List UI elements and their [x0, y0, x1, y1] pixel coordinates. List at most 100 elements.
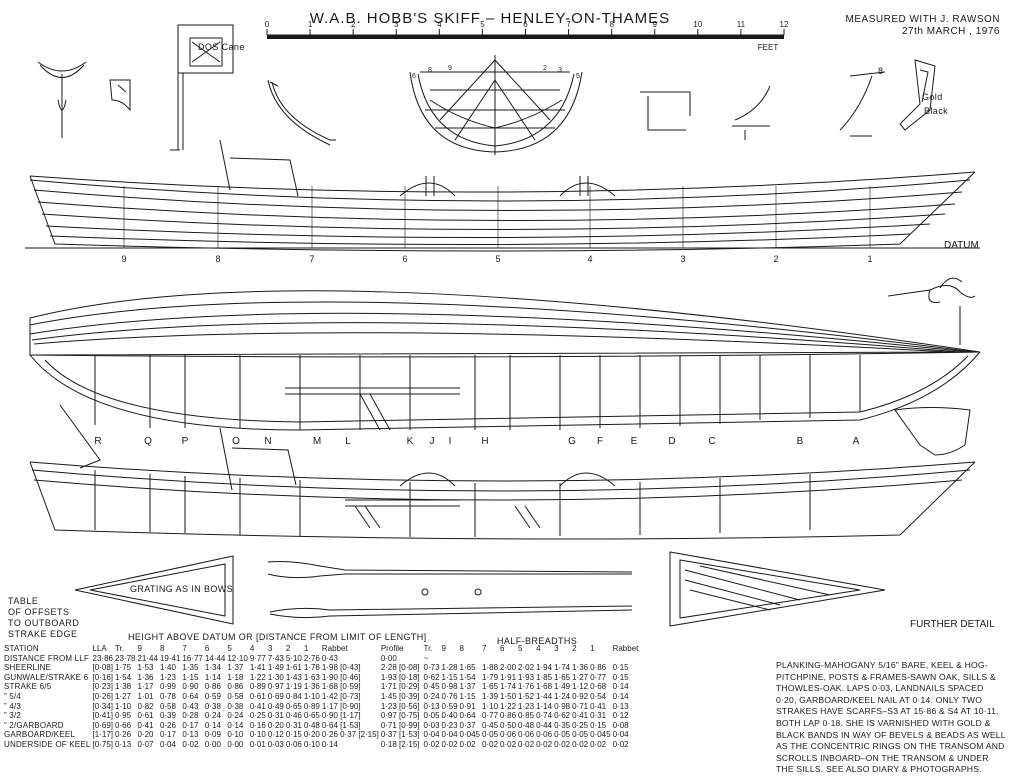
- scale-tick-label: 5: [480, 20, 485, 29]
- half-breadth-cell: 0·045: [459, 730, 481, 740]
- height-cell: 0·82: [137, 701, 154, 711]
- height-cell: 0·26: [115, 730, 132, 740]
- half-breadth-cell: 0·14: [612, 682, 629, 692]
- frame-letter: F: [597, 436, 603, 447]
- half-breadth-cell: 0·15: [590, 720, 607, 730]
- height-cell: 0·58: [227, 691, 244, 701]
- row-label: ” 5/4: [4, 691, 22, 701]
- height-cell: 0·43: [182, 701, 199, 711]
- height-cell: 0·65: [285, 701, 302, 711]
- half-breadth-cell: 0·41: [572, 711, 589, 721]
- height-cell: 1·30: [267, 672, 284, 682]
- half-breadth-cell: [572, 654, 590, 664]
- half-breadth-cell: 0·05: [482, 730, 499, 740]
- half-breadth-cell: 0·45: [482, 720, 499, 730]
- height-cell: 0·13: [115, 739, 132, 749]
- frame-letter: O: [232, 436, 240, 447]
- scale-tick-label: 6: [523, 20, 528, 29]
- measured-line-1: MEASURED WITH J. RAWSON: [845, 14, 1000, 25]
- height-cell: 0·64: [182, 691, 199, 701]
- station-label: 6: [402, 254, 407, 264]
- offsets-title-line: OF OFFSETS: [8, 607, 70, 617]
- further-detail-label: FURTHER DETAIL: [910, 619, 995, 630]
- half-breadth-cell: 1·94: [536, 663, 553, 673]
- stem-detail: [37, 61, 87, 138]
- height-cell: 1·34: [204, 663, 221, 673]
- datum-label: DATUM: [944, 240, 979, 251]
- height-cell: 0·65: [303, 711, 320, 721]
- height-cell: 1·93 [0·18]: [380, 672, 420, 682]
- height-cell: 0·00: [227, 739, 244, 749]
- height-cell: 0·43: [321, 653, 338, 663]
- frame-letter: E: [631, 436, 638, 447]
- half-breadth-cell: 1·24: [554, 691, 571, 701]
- height-cell: 1·37: [227, 663, 244, 673]
- height-cell: 1·17: [137, 682, 154, 692]
- height-cell: 0·20: [303, 730, 320, 740]
- height-cell: 0·03: [267, 739, 284, 749]
- half-breadth-cell: 0·12: [612, 711, 629, 721]
- height-cell: 1·23: [159, 672, 176, 682]
- height-cell: 1·19: [285, 682, 302, 692]
- frame-letter: M: [313, 436, 321, 447]
- height-cell: 7·43: [267, 653, 284, 663]
- half-breadth-cell: 1·93: [518, 672, 535, 682]
- height-col-header: 9: [137, 644, 142, 653]
- half-breadth-plan: [29, 290, 981, 358]
- height-cell: 1·43: [285, 672, 302, 682]
- height-col-header: Tr.: [115, 644, 125, 653]
- height-cell: 0·89: [303, 701, 320, 711]
- height-cell: 23·78: [115, 653, 136, 663]
- scale-unit-label: FEET: [758, 43, 779, 52]
- height-cell: 0·38: [204, 701, 221, 711]
- height-cell: 1·18: [227, 672, 244, 682]
- half-breadth-cell: 0·02: [459, 739, 476, 749]
- height-cell: 1·54: [115, 672, 132, 682]
- body-plan-number: 8: [428, 67, 432, 74]
- height-cell: 5·10: [285, 653, 302, 663]
- scale-tick-label: 4: [437, 20, 442, 29]
- height-cell: 0·97: [267, 682, 284, 692]
- height-cell: 12·10: [227, 653, 248, 663]
- height-cell: 0·58: [159, 701, 176, 711]
- height-cell: 1·42 [0·73]: [321, 691, 361, 701]
- height-cell: 2·28 [0·08]: [380, 663, 420, 673]
- height-cell: 21·44: [137, 653, 158, 663]
- height-cell: 0·99: [159, 682, 176, 692]
- knee-detail: [109, 79, 131, 112]
- height-header: HEIGHT ABOVE DATUM OR [DISTANCE FROM LIM…: [128, 632, 427, 642]
- frame-letter: B: [797, 436, 804, 447]
- height-cell: 1·38: [115, 682, 132, 692]
- height-cell: 1·22: [249, 672, 266, 682]
- half-breadth-cell: 0·02: [536, 739, 553, 749]
- height-cell: 0·24: [227, 711, 244, 721]
- half-col-header: 9: [441, 644, 446, 653]
- height-cell: 1·78: [303, 663, 320, 673]
- height-cell: 1·90 [0·46]: [321, 672, 361, 682]
- frame-letter: A: [853, 436, 860, 447]
- row-label: GARBOARD/KEEL: [4, 730, 76, 740]
- height-cell: 0·01: [249, 739, 266, 749]
- offsets-title-line: TO OUTBOARD: [8, 618, 80, 628]
- height-cell: 0·12: [267, 730, 284, 740]
- half-breadth-cell: 1·12: [572, 682, 589, 692]
- half-breadth-cell: 0·03: [423, 720, 440, 730]
- half-breadth-cell: 0·02: [423, 739, 440, 749]
- half-col-header: 8: [459, 644, 464, 653]
- height-cell: [0·69]: [92, 720, 113, 730]
- height-cell: 19·41: [159, 653, 181, 663]
- half-breadth-cell: [554, 654, 572, 664]
- half-breadth-cell: 1·28: [441, 663, 458, 673]
- height-cell: 0·46: [285, 711, 302, 721]
- half-breadth-cell: 1·23: [518, 701, 535, 711]
- height-cell: 0·84: [285, 691, 302, 701]
- half-breadth-cell: 1·88: [482, 663, 499, 673]
- half-breadth-cell: 0·64: [459, 711, 476, 721]
- black-label: Black: [924, 106, 949, 116]
- half-breadth-cell: 0·44: [536, 720, 553, 730]
- half-breadth-cell: 0·08: [612, 720, 629, 730]
- half-breadth-cell: 0·06: [518, 730, 535, 740]
- station-label: 1: [867, 254, 872, 264]
- station-label: 5: [495, 254, 500, 264]
